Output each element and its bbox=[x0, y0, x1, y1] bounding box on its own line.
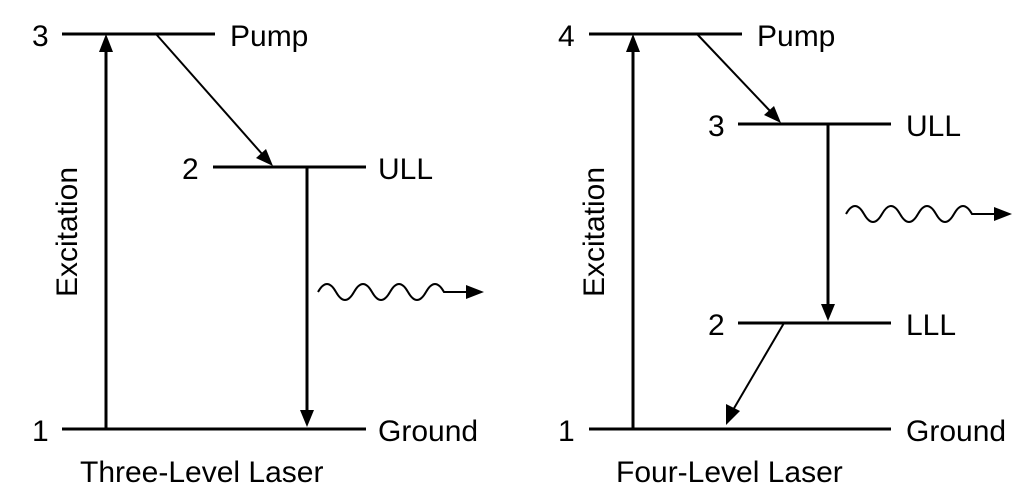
four-level-label-ground: Ground bbox=[906, 415, 1006, 448]
three-level-axis-label: Excitation bbox=[51, 167, 84, 297]
four-level-photon-icon bbox=[845, 205, 1012, 223]
three-level-label-pump: Pump bbox=[230, 20, 308, 53]
four-level-label-lll: LLL bbox=[906, 309, 956, 342]
three-level-label-ull: ULL bbox=[378, 153, 433, 186]
four-level-axis-label: Excitation bbox=[578, 167, 611, 297]
three-level-number-1: 1 bbox=[32, 415, 49, 448]
four-level-laser-transition-arrow bbox=[821, 124, 835, 321]
four-level-diagram: 4 3 2 1 Pump ULL LLL Ground bbox=[558, 20, 1012, 489]
four-level-label-ull: ULL bbox=[906, 110, 961, 143]
four-level-excitation-arrow bbox=[626, 34, 640, 429]
three-level-pump-decay-arrow bbox=[155, 33, 273, 166]
three-level-number-2: 2 bbox=[182, 153, 199, 186]
four-level-number-3: 3 bbox=[708, 110, 725, 143]
three-level-caption: Three-Level Laser bbox=[80, 456, 323, 489]
three-level-label-ground: Ground bbox=[378, 415, 478, 448]
four-level-number-1: 1 bbox=[558, 415, 575, 448]
three-level-photon-icon bbox=[317, 283, 484, 301]
four-level-caption: Four-Level Laser bbox=[616, 456, 843, 489]
three-level-number-3: 3 bbox=[32, 20, 49, 53]
four-level-pump-decay-arrow bbox=[696, 33, 781, 123]
four-level-label-pump: Pump bbox=[757, 20, 835, 53]
three-level-diagram: 3 2 1 Pump ULL Ground Excitation T bbox=[32, 20, 484, 489]
four-level-number-2: 2 bbox=[708, 309, 725, 342]
three-level-laser-transition-arrow bbox=[300, 167, 314, 427]
four-level-lower-decay-arrow bbox=[726, 322, 785, 425]
four-level-number-4: 4 bbox=[558, 20, 575, 53]
three-level-excitation-arrow bbox=[99, 34, 113, 429]
